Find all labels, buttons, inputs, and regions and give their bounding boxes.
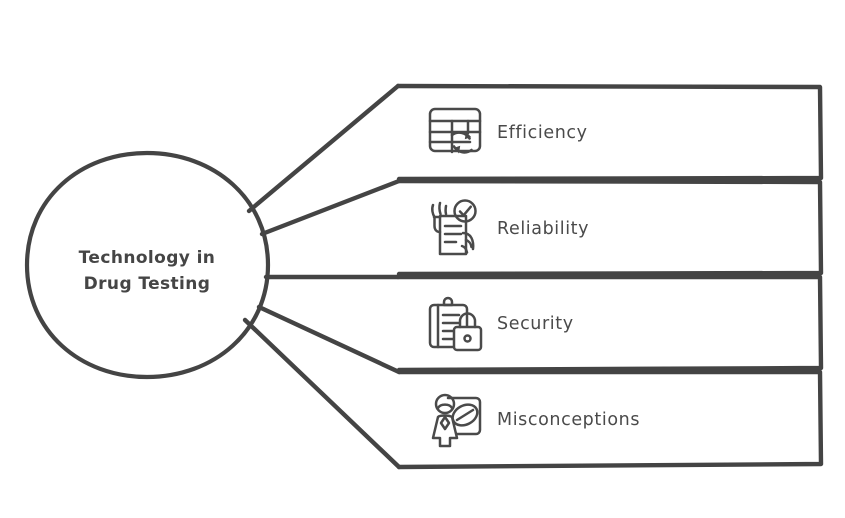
connector-line-efficiency	[246, 83, 401, 214]
clipboard-lock-icon	[428, 296, 483, 352]
table-refresh-icon	[428, 107, 482, 154]
central-node[interactable]	[24, 150, 271, 380]
connector-line-reliability	[259, 178, 402, 237]
branch-bracket-reliability[interactable]	[396, 178, 824, 277]
connector-line-misconceptions	[256, 304, 402, 375]
branch-bracket-misconceptions[interactable]	[396, 369, 824, 470]
connector-lines	[242, 83, 402, 470]
document-check-hand-icon	[431, 199, 477, 256]
branch-bracket-efficiency[interactable]	[395, 83, 824, 182]
branch-bracket-security[interactable]	[395, 274, 824, 373]
person-pill-crossed-icon	[431, 393, 482, 448]
connector-line-bottom-edge	[242, 317, 402, 470]
central-circle-shape	[24, 150, 271, 380]
